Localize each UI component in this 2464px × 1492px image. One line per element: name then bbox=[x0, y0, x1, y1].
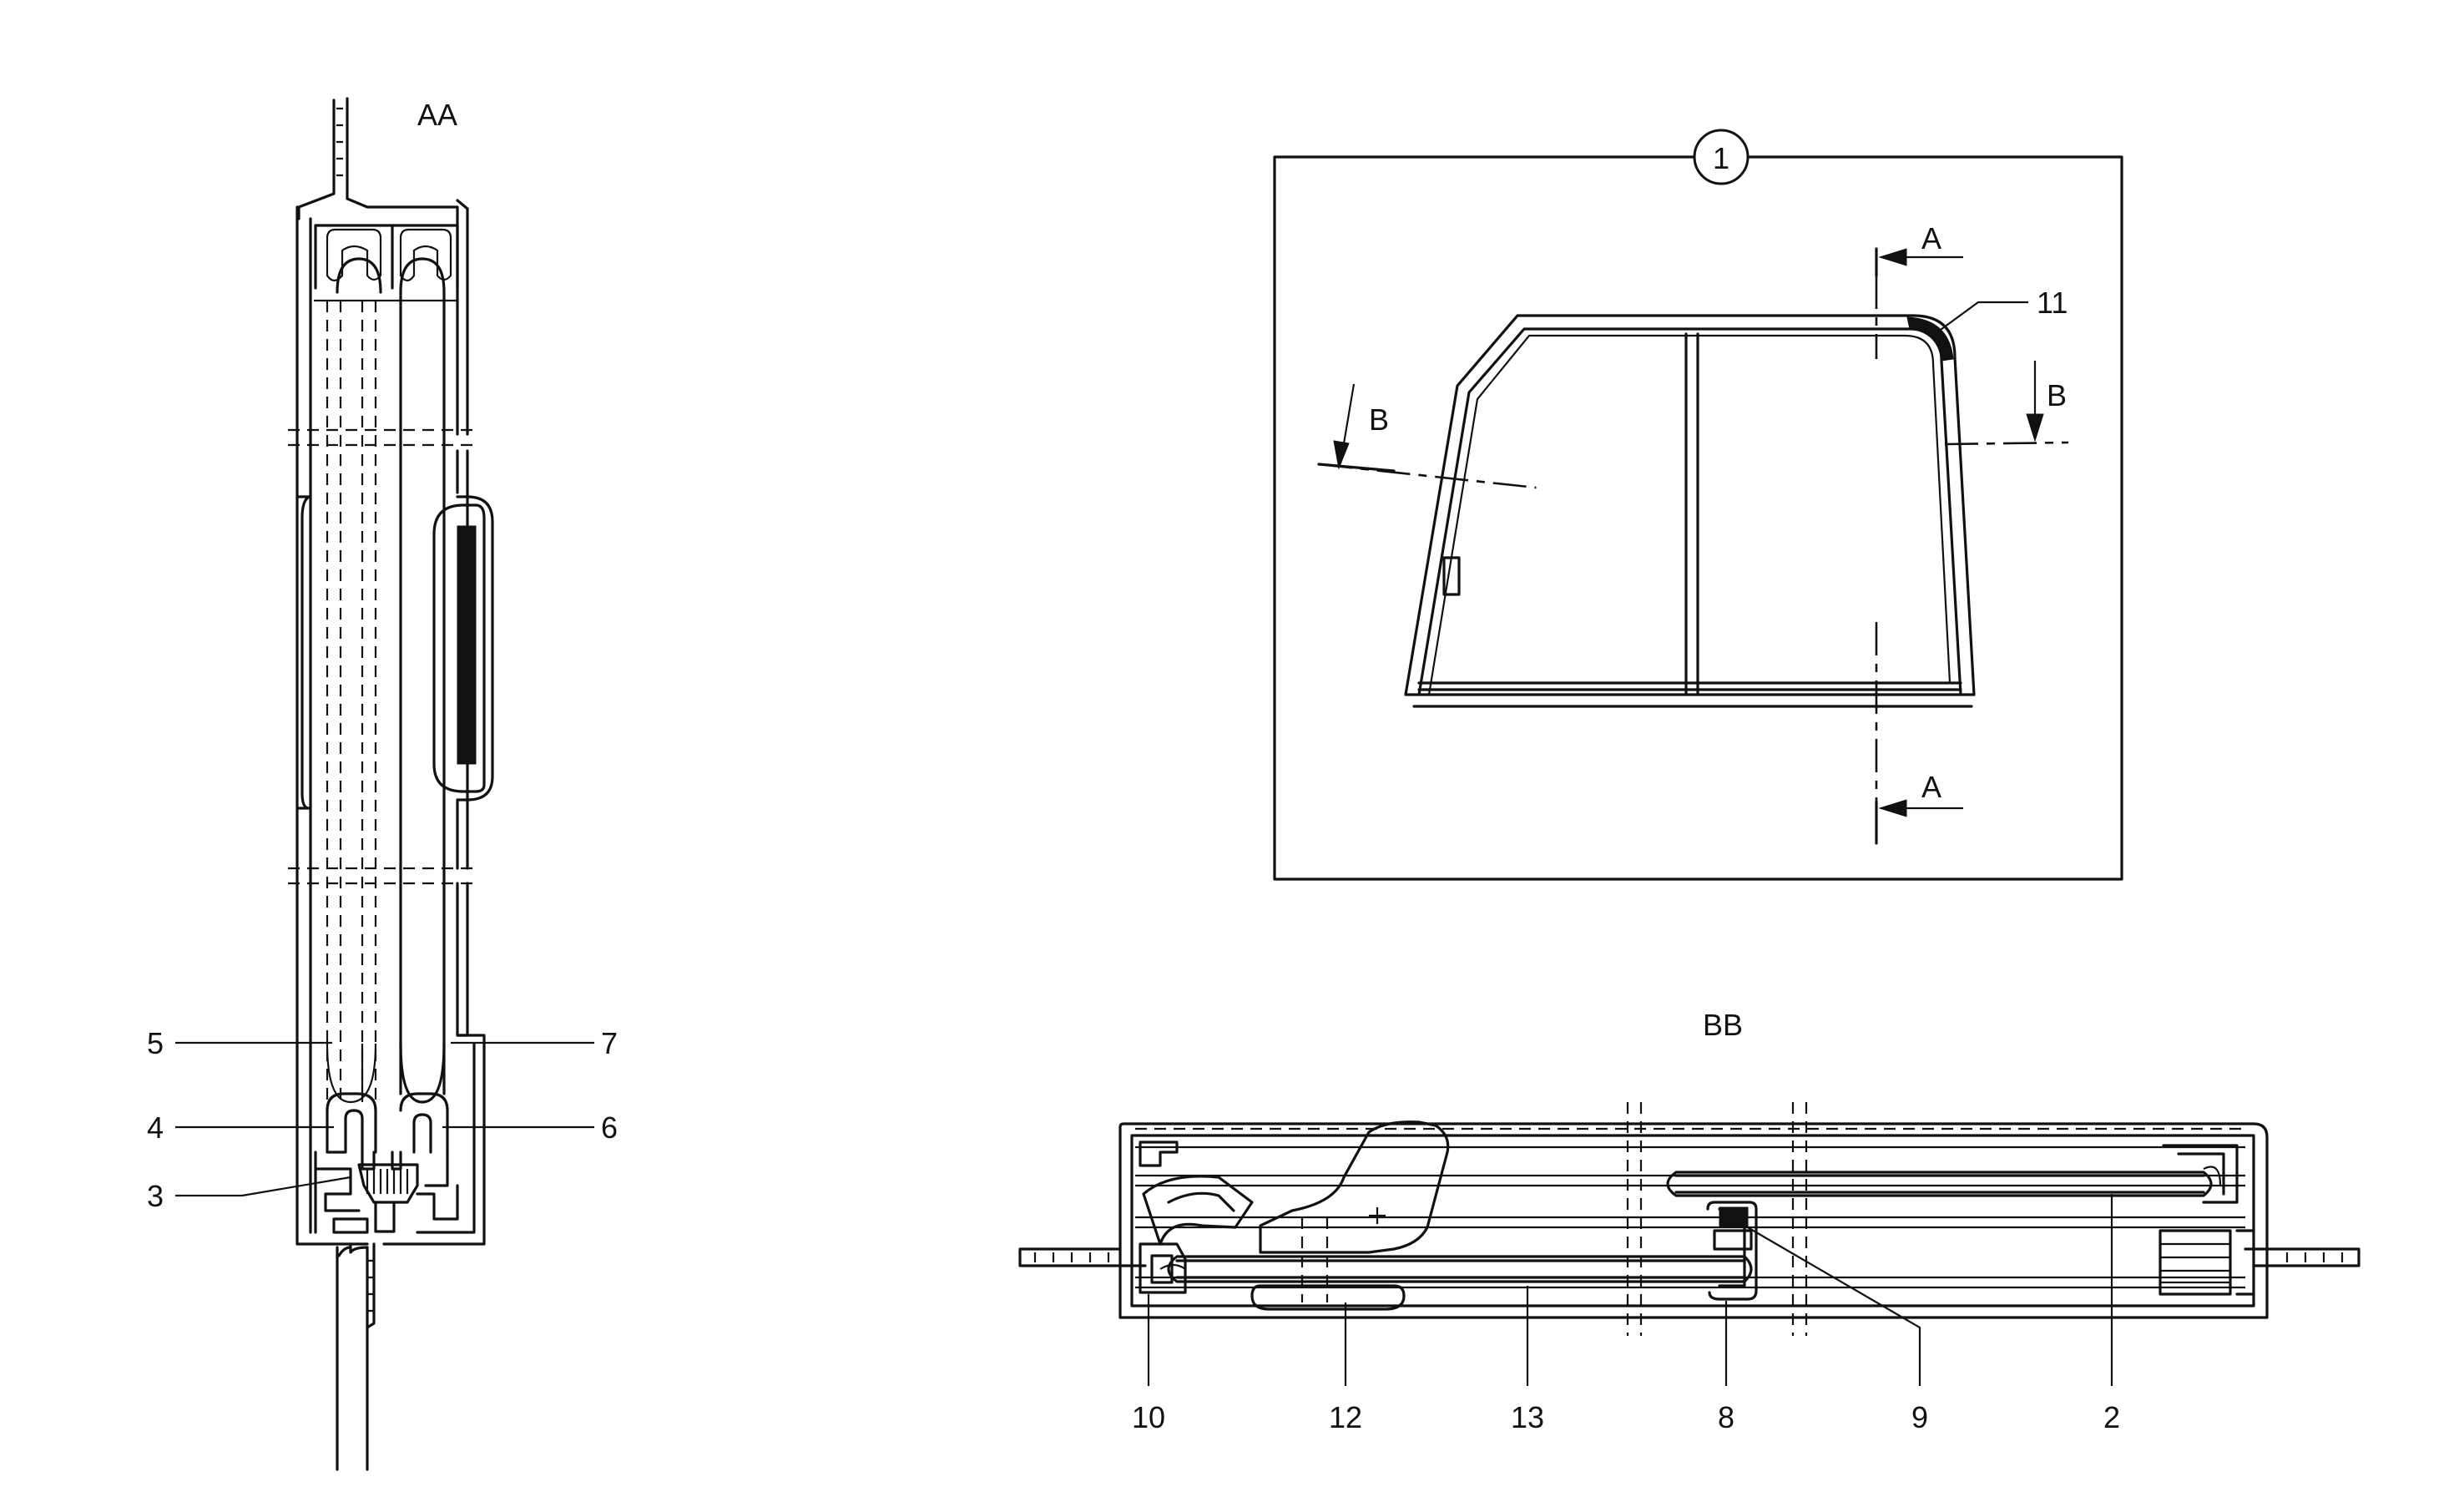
aa-callouts: 5 4 3 7 6 bbox=[147, 1026, 618, 1213]
callout-10: 10 bbox=[1132, 1400, 1165, 1434]
callout-9: 9 bbox=[1911, 1400, 1928, 1434]
view-bb-title: BB bbox=[1703, 1008, 1743, 1042]
section-b-right-label: B bbox=[2047, 378, 2067, 412]
overview-view: 1 A A B B 11 bbox=[1273, 129, 2123, 881]
section-view-bb: BB bbox=[1018, 1008, 2360, 1336]
callout-6: 6 bbox=[601, 1110, 618, 1145]
callout-13: 13 bbox=[1511, 1400, 1544, 1434]
section-a-bottom-label: A bbox=[1921, 770, 1941, 804]
callout-3: 3 bbox=[147, 1179, 164, 1213]
callout-2: 2 bbox=[2103, 1400, 2120, 1434]
view-aa-title: AA bbox=[417, 98, 457, 132]
ref-number-1: 1 bbox=[1713, 141, 1729, 175]
callout-4: 4 bbox=[147, 1110, 164, 1145]
corner-seal-11 bbox=[1906, 316, 1954, 362]
section-a-top-label: A bbox=[1921, 221, 1941, 255]
callout-7: 7 bbox=[601, 1026, 618, 1060]
callout-11: 11 bbox=[2037, 286, 2068, 320]
section-view-aa: AA bbox=[288, 97, 494, 1471]
section-b-left-label: B bbox=[1369, 402, 1389, 437]
callout-8: 8 bbox=[1718, 1400, 1734, 1434]
callout-5: 5 bbox=[147, 1026, 164, 1060]
bb-callouts: 10 12 13 8 9 2 bbox=[1132, 1194, 2120, 1434]
callout-12: 12 bbox=[1329, 1400, 1362, 1434]
